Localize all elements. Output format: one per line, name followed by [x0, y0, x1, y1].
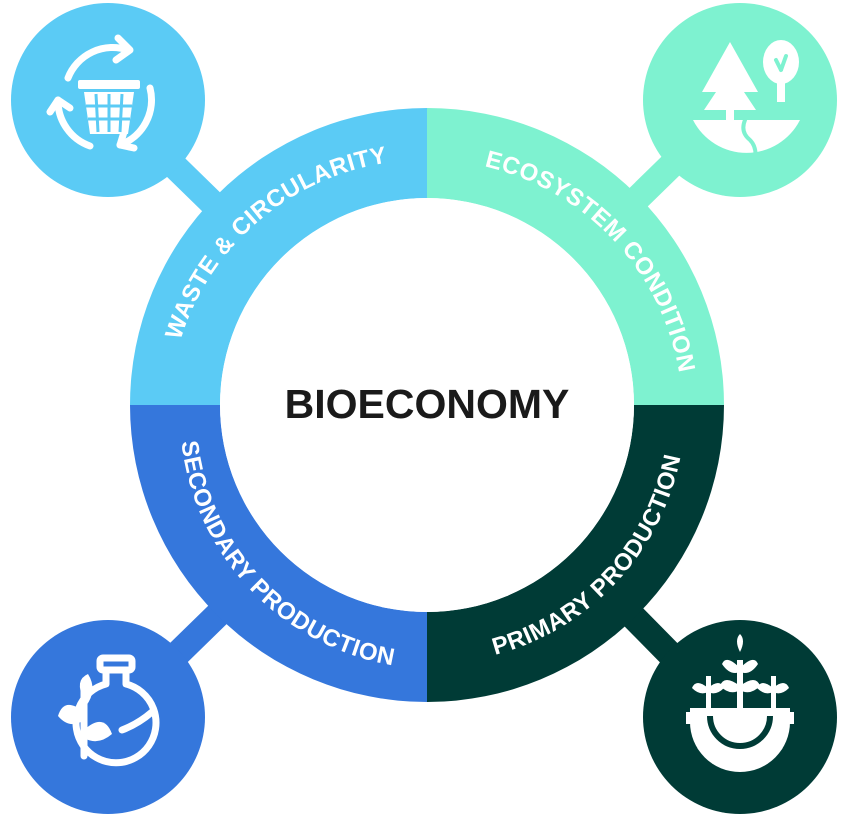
icon-node-waste	[11, 3, 205, 197]
flask-leaf-icon	[72, 654, 160, 767]
segment-primary	[427, 405, 724, 702]
segment-ecosystem	[427, 108, 724, 405]
plants-gear-icon	[686, 634, 794, 772]
center-title: BIOECONOMY	[285, 381, 570, 427]
icon-node-ecosystem	[643, 3, 837, 197]
icon-node-secondary	[11, 620, 205, 814]
segment-secondary	[130, 405, 427, 702]
ring	[130, 108, 724, 702]
icon-node-primary	[643, 620, 837, 814]
segment-waste	[130, 108, 427, 405]
recycling-basket-icon	[46, 34, 155, 152]
center-disc	[220, 198, 634, 612]
